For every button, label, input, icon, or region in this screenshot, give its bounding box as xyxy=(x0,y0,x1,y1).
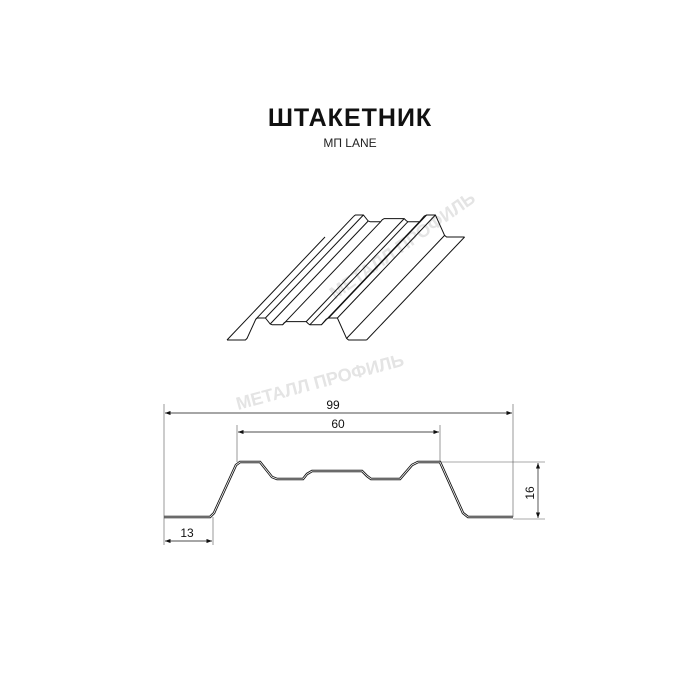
profile-edge-line xyxy=(346,235,445,339)
profile-edge-line xyxy=(282,221,381,326)
profile-edge-line xyxy=(321,221,420,326)
profile-edge-line xyxy=(226,236,326,341)
product-title: ШТАКЕТНИК xyxy=(267,104,433,132)
profile-edge-line xyxy=(366,236,465,341)
back-profile-edge xyxy=(353,214,465,238)
dimension-total-width: 99 xyxy=(326,398,340,412)
profile-edge-line xyxy=(269,220,369,325)
watermark-bottom: МЕТАЛЛ ПРОФИЛЬ xyxy=(234,350,406,414)
profile-edge-line xyxy=(305,218,405,322)
isometric-profile-view xyxy=(226,214,465,341)
product-model: МП LANE xyxy=(323,136,377,150)
profile-edge-line xyxy=(265,214,364,319)
front-profile-edge xyxy=(227,317,367,341)
profile-edge-line xyxy=(309,221,409,326)
dimension-flange: 13 xyxy=(180,526,194,540)
extension-lines xyxy=(163,404,545,545)
profile-cross-section-inner xyxy=(164,461,513,518)
profile-edge-line xyxy=(328,214,427,319)
profile-edge-line xyxy=(337,214,436,319)
profile-edge-line xyxy=(255,215,355,320)
dimension-height: 16 xyxy=(523,486,537,500)
dimension-top-width: 60 xyxy=(331,417,345,431)
